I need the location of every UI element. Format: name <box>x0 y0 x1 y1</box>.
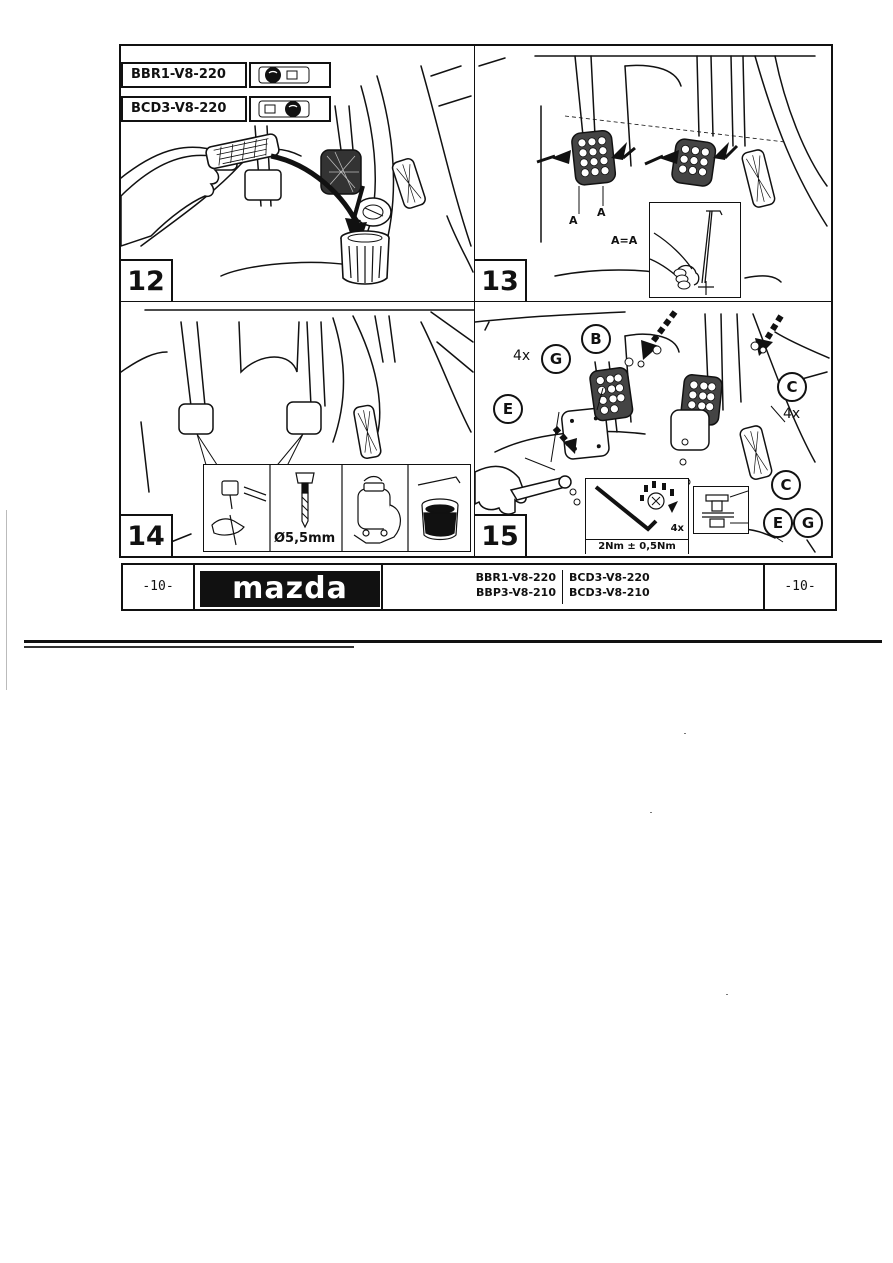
detail-callout-c: C <box>771 470 801 500</box>
model-code-line: BCD3-V8-210 <box>569 586 650 599</box>
equal-distance-label: A=A <box>611 234 638 247</box>
callout-b: B <box>581 324 611 354</box>
detail-callout-e: E <box>763 508 793 538</box>
lhd-pedal-icon <box>249 62 331 88</box>
step-15-number: 15 <box>475 514 527 556</box>
dimension-label-a-left: A <box>569 214 578 227</box>
model-code-line: BBR1-V8-220 <box>475 571 556 584</box>
callout-g: G <box>541 344 571 374</box>
model-codes-right: BCD3-V8-220 BCD3-V8-210 <box>569 570 669 614</box>
callout-c: C <box>777 372 807 402</box>
model-code-line: BBP3-V8-210 <box>476 586 556 599</box>
page-divider-rule <box>24 640 882 643</box>
scan-edge-mark <box>6 510 7 690</box>
step-13-panel: A A A=A <box>475 46 831 302</box>
brand-logo-cell: mazda <box>197 565 383 609</box>
step-13-number: 13 <box>475 259 527 301</box>
drill-size-label: Ø5,5mm <box>274 531 336 546</box>
step-15-illustration <box>475 310 830 553</box>
model-codes-left: BBR1-V8-220 BBP3-V8-210 <box>475 570 563 604</box>
detail-callout-g: G <box>793 508 823 538</box>
page-number-left: -10- <box>123 565 195 609</box>
page-divider-rule-shadow <box>24 646 354 648</box>
mazda-wordmark: mazda <box>232 571 348 606</box>
page-footer: -10- mazda BBR1-V8-220 BBP3-V8-210 BCD3-… <box>121 563 837 611</box>
rhd-pedal-icon <box>249 96 331 122</box>
mazda-logo: mazda <box>200 571 380 607</box>
callout-e: E <box>493 394 523 424</box>
clip-detail-inset <box>693 486 749 534</box>
page-number-right: -10- <box>763 565 835 609</box>
step-12-illustration <box>121 65 474 285</box>
scan-speck <box>684 733 686 734</box>
inset-qty-label: 4x <box>670 523 684 534</box>
qty-c-label: 4x <box>783 406 801 422</box>
step-12-number: 12 <box>121 259 173 301</box>
step-14-tools-strip: Ø5,5mm <box>203 464 471 552</box>
instruction-grid: BBR1-V8-220 BCD3-V8-220 12 <box>119 44 833 558</box>
step-14-number: 14 <box>121 514 173 556</box>
model-code-line: BCD3-V8-220 <box>569 571 650 584</box>
torque-spec: 2Nm ± 0,5Nm <box>586 539 688 554</box>
scan-speck <box>726 994 728 995</box>
allen-key-inset: 4x 2Nm ± 0,5Nm <box>585 478 689 554</box>
model-code-bbr1: BBR1-V8-220 <box>121 62 247 88</box>
qty-g-label: 4x <box>513 348 531 364</box>
model-code-bcd3: BCD3-V8-220 <box>121 96 247 122</box>
step-13-illustration <box>478 55 828 283</box>
step-15-panel: 4x G B E C 4x 4x <box>475 302 831 556</box>
step-12-panel: BBR1-V8-220 BCD3-V8-220 12 <box>121 46 475 302</box>
scan-speck <box>650 812 652 813</box>
dimension-label-a-right: A <box>597 206 606 219</box>
step-14-panel: Ø5,5mm 14 <box>121 302 475 556</box>
step-13-measure-inset <box>649 202 741 298</box>
